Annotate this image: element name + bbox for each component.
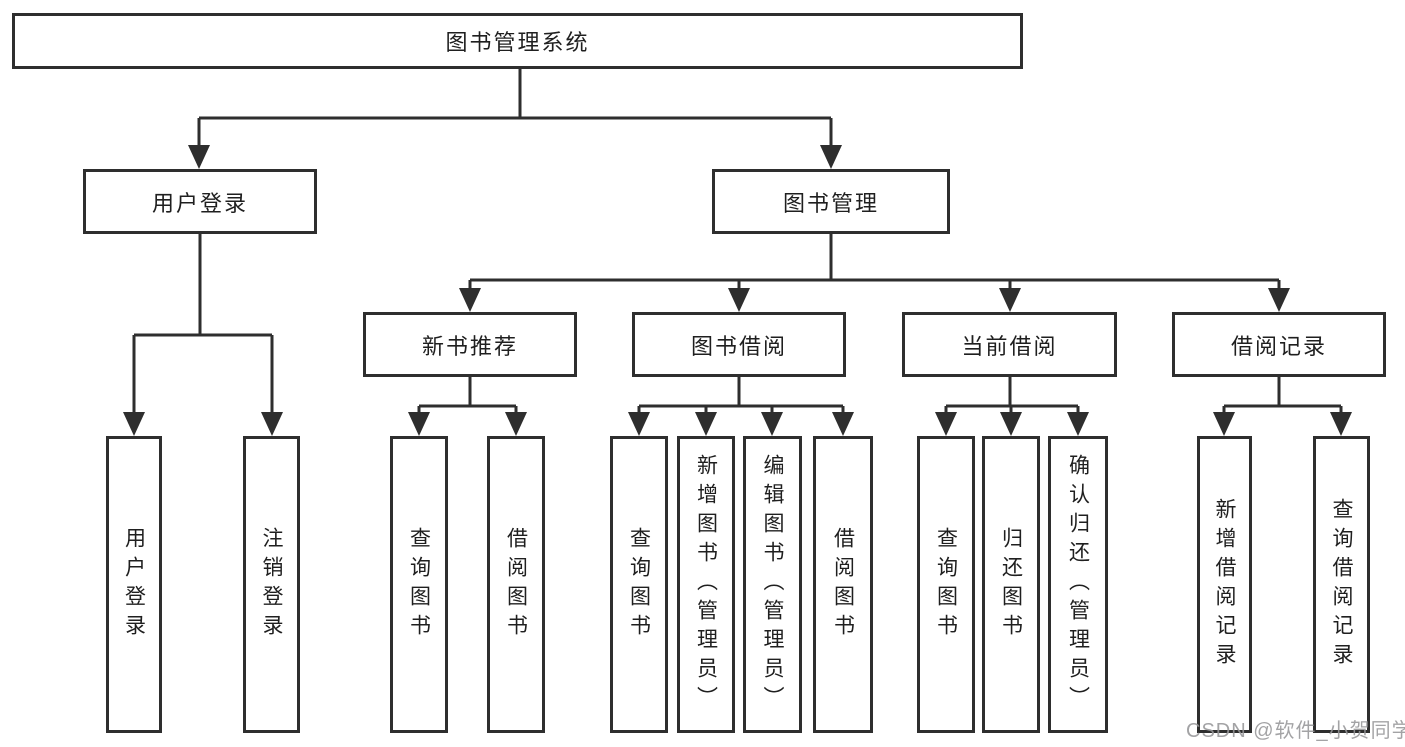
leaf-add-borrow-record: 新增借阅记录 bbox=[1197, 436, 1252, 733]
leaf-label: 归还图书 bbox=[999, 526, 1023, 643]
node-book-borrowing: 图书借阅 bbox=[632, 312, 846, 377]
leaf-add-book-admin: 新增图书（管理员） bbox=[677, 436, 735, 733]
node-label: 用户登录 bbox=[151, 190, 248, 216]
leaf-user-login: 用户登录 bbox=[106, 436, 162, 733]
leaf-query-books-borrowing: 查询图书 bbox=[610, 436, 668, 733]
leaf-label: 用户登录 bbox=[122, 526, 146, 643]
node-label: 图书管理系统 bbox=[445, 30, 590, 55]
leaf-confirm-return-admin: 确认归还（管理员） bbox=[1048, 436, 1108, 733]
leaf-label: 查询借阅记录 bbox=[1330, 497, 1353, 672]
leaf-query-books-current: 查询图书 bbox=[917, 436, 975, 733]
leaf-label: 查询图书 bbox=[627, 526, 651, 643]
leaf-edit-book-admin: 编辑图书（管理员） bbox=[743, 436, 802, 733]
leaf-logout: 注销登录 bbox=[243, 436, 300, 733]
node-current-borrowing: 当前借阅 bbox=[902, 312, 1117, 377]
leaf-label: 编辑图书（管理员） bbox=[761, 454, 784, 715]
node-new-book-recommend: 新书推荐 bbox=[363, 312, 577, 377]
leaf-label: 借阅图书 bbox=[504, 526, 528, 643]
leaf-label: 注销登录 bbox=[260, 526, 283, 643]
node-book-management: 图书管理 bbox=[712, 169, 950, 234]
leaf-borrow-books-recommend: 借阅图书 bbox=[487, 436, 545, 733]
leaf-label: 借阅图书 bbox=[831, 526, 855, 643]
leaf-query-borrow-record: 查询借阅记录 bbox=[1313, 436, 1370, 733]
node-label: 新书推荐 bbox=[421, 333, 518, 359]
node-borrowing-records: 借阅记录 bbox=[1172, 312, 1386, 377]
leaf-label: 确认归还（管理员） bbox=[1066, 454, 1090, 715]
node-user-login: 用户登录 bbox=[83, 169, 317, 234]
leaf-label: 新增图书（管理员） bbox=[694, 454, 718, 715]
node-label: 当前借阅 bbox=[961, 333, 1058, 359]
node-label: 图书管理 bbox=[782, 190, 879, 216]
csdn-watermark: CSDN @软件_小贺同学 bbox=[1186, 720, 1405, 742]
leaf-borrow-books-borrowing: 借阅图书 bbox=[813, 436, 873, 733]
node-label: 图书借阅 bbox=[690, 333, 787, 359]
leaf-query-books-recommend: 查询图书 bbox=[390, 436, 448, 733]
leaf-return-books: 归还图书 bbox=[982, 436, 1040, 733]
leaf-label: 查询图书 bbox=[407, 526, 431, 643]
node-label: 借阅记录 bbox=[1230, 333, 1327, 359]
leaf-label: 新增借阅记录 bbox=[1213, 497, 1236, 672]
leaf-label: 查询图书 bbox=[934, 526, 958, 643]
node-library-management-system: 图书管理系统 bbox=[12, 13, 1023, 69]
